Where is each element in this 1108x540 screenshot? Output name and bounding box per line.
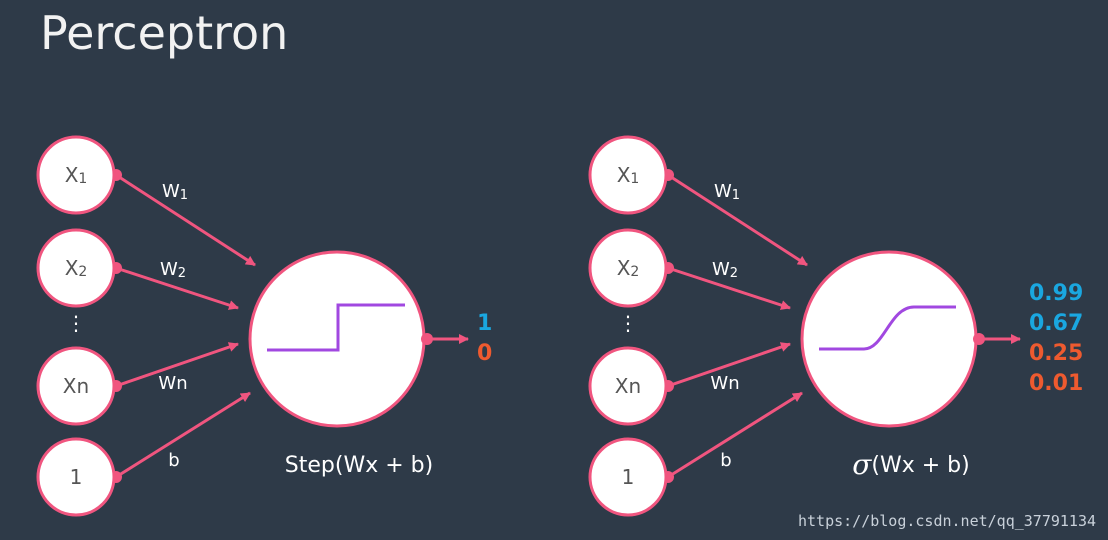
input-ellipsis: ⋮ [66, 311, 86, 335]
input-edge [667, 342, 791, 388]
activation-formula: Step(Wx + b) [285, 453, 433, 478]
weight-label: W1 [162, 181, 188, 203]
edge-dot [421, 333, 433, 345]
input-node-label: X2 [65, 256, 88, 281]
input-node-label: 1 [622, 465, 635, 489]
input-node-label: X2 [617, 256, 640, 281]
input-edge [667, 173, 808, 267]
input-edge [115, 266, 239, 310]
input-node [36, 228, 116, 308]
weight-label: b [720, 450, 731, 471]
input-node [36, 346, 116, 426]
edge-dot [973, 333, 985, 345]
input-node [36, 135, 116, 215]
input-node [588, 437, 668, 517]
input-node-label: Xn [615, 374, 641, 398]
watermark-url: https://blog.csdn.net/qq_37791134 [797, 512, 1096, 530]
input-edge [667, 391, 803, 479]
sigmoid-activation-curve [819, 305, 956, 351]
activation-formula: σ(Wx + b) [852, 448, 969, 481]
input-edge [667, 266, 791, 310]
output-value: 0.67 [1029, 311, 1083, 336]
output-value: 0 [477, 341, 492, 366]
page-title: Perceptron [40, 6, 289, 60]
weight-label: W2 [160, 259, 186, 281]
weight-label: Wn [158, 373, 187, 394]
input-edge [115, 342, 239, 388]
input-node-label: X1 [65, 163, 88, 188]
step-activation-curve [267, 303, 405, 352]
output-value: 0.99 [1029, 281, 1083, 306]
input-ellipsis: ⋮ [618, 311, 638, 335]
output-value: 1 [477, 311, 492, 336]
neuron-node [800, 250, 978, 428]
weight-label: b [168, 450, 179, 471]
input-node [588, 228, 668, 308]
weight-label: Wn [710, 373, 739, 394]
output-value: 0.25 [1029, 341, 1083, 366]
weight-label: W1 [714, 181, 740, 203]
input-node-label: X1 [617, 163, 640, 188]
output-value: 0.01 [1029, 371, 1083, 396]
input-node-label: Xn [63, 374, 89, 398]
input-node-label: 1 [70, 465, 83, 489]
input-node [588, 135, 668, 215]
input-node [36, 437, 116, 517]
input-node [588, 346, 668, 426]
input-edge [115, 173, 256, 267]
input-edge [115, 391, 251, 479]
weight-label: W2 [712, 259, 738, 281]
